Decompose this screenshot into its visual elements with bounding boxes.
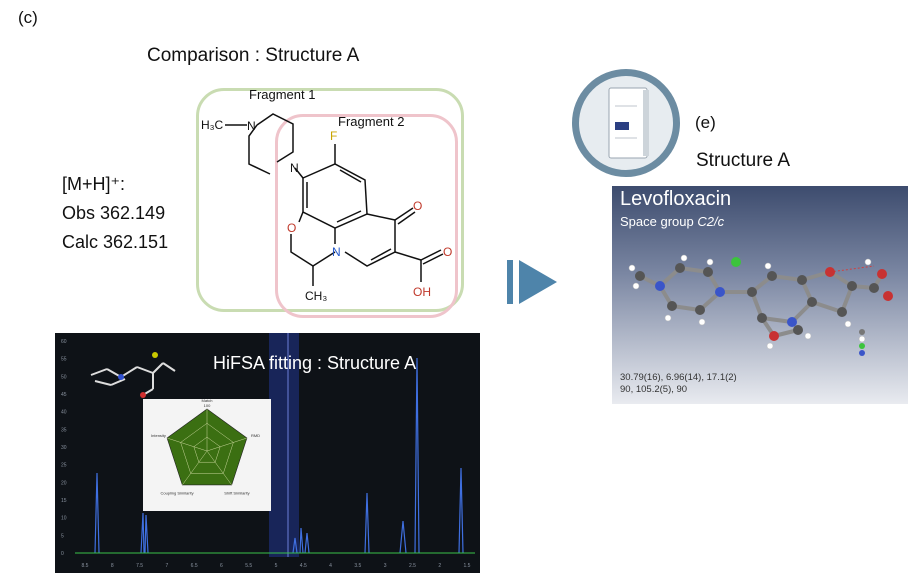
x-tick-label: 3.5: [354, 563, 361, 569]
radar-axis-label: RMD: [251, 433, 260, 438]
x-tick-label: 5: [275, 563, 278, 569]
hydrogen-atoms: [628, 254, 872, 350]
calc-value: Calc 362.151: [62, 232, 169, 252]
atom-ketone-o: O: [413, 199, 422, 213]
structure-a-label: Structure A: [696, 150, 790, 171]
x-tick-label: 3: [384, 563, 387, 569]
atom-methyl-top: H₃C: [201, 118, 224, 132]
radar-spoke: [206, 450, 232, 486]
y-tick-label: 40: [61, 410, 67, 416]
atom-fluorine: F: [330, 129, 337, 143]
mini-atom-o: [140, 392, 146, 398]
fragment-1-label: Fragment 1: [249, 87, 316, 102]
y-tick-label: 55: [61, 357, 67, 363]
structure-diagram: H₃C N N F O N O O OH CH₃: [201, 113, 452, 303]
radar-spoke: [166, 437, 208, 452]
radar-gridline: [193, 436, 221, 463]
instrument-badge: [572, 69, 680, 177]
y-tick-label: 45: [61, 392, 67, 398]
molecule-atoms: [635, 257, 893, 341]
panel-e-label: (e): [695, 113, 716, 132]
atom-methyl-bottom: CH₃: [305, 289, 327, 303]
y-tick-label: 20: [61, 480, 67, 486]
fragment-2-box: [275, 114, 458, 318]
atom-oh: OH: [413, 285, 431, 299]
mini-molecule-icon: [90, 362, 176, 396]
y-tick-label: 15: [61, 498, 67, 504]
radar-spoke: [206, 437, 248, 452]
x-tick-label: 5.5: [245, 563, 252, 569]
crystal-compound-name: Levofloxacin: [620, 188, 732, 210]
space-group-prefix: Space group: [620, 214, 698, 229]
comparison-title: Comparison : Structure A: [147, 45, 360, 66]
panel-c-label: (c): [18, 8, 38, 27]
cell-params-line2: 90, 105.2(5), 90: [620, 384, 688, 395]
ion-label: [M+H]⁺:: [62, 174, 126, 194]
crystal-molecule-model: [628, 254, 893, 356]
fragment-2-label: Fragment 2: [338, 114, 405, 129]
x-axis: 8.5 8 7.5 7 6.5 6 5.5 5 4.5 4 3.5 3 2.5 2 1.5: [82, 563, 471, 569]
mass-spec-block: [M+H]⁺: Obs 362.149 Calc 362.151: [62, 170, 168, 257]
diffractometer-icon: [608, 87, 649, 159]
radar-axis-label: Coupling Similarity: [160, 490, 193, 495]
x-tick-label: 2: [438, 563, 441, 569]
fragment-1-box: [196, 88, 464, 312]
obs-value: Obs 362.149: [62, 203, 166, 223]
hydrogen-bond-line: [829, 265, 875, 273]
space-group-value: C2/c: [697, 214, 725, 229]
x-tick-label: 6: [220, 563, 223, 569]
cell-params-line1: 30.79(16), 6.96(14), 17.1(2): [620, 372, 737, 383]
legend-dots: [858, 329, 866, 356]
x-tick-label: 6.5: [191, 563, 198, 569]
transition-arrow: [507, 260, 557, 304]
atom-acid-o: O: [443, 245, 452, 259]
y-tick-label: 60: [61, 339, 67, 345]
y-tick-label: 25: [61, 463, 67, 469]
structure-bonds: [225, 113, 444, 286]
y-tick-label: 50: [61, 374, 67, 380]
mini-atom-n: [118, 374, 124, 380]
crystal-panel: Levofloxacin Space group C2/c: [612, 186, 908, 404]
highlight-band: [269, 333, 299, 557]
radar-gridline: [180, 422, 234, 474]
y-tick-label: 5: [61, 533, 64, 539]
x-tick-label: 2.5: [409, 563, 416, 569]
radar-spoke: [182, 450, 208, 486]
y-tick-label: 0: [61, 551, 64, 557]
nmr-peaks: [94, 357, 464, 554]
x-tick-label: 4.5: [300, 563, 307, 569]
x-tick-label: 1.5: [464, 563, 471, 569]
radar-axis-label: Shift Similarity: [224, 490, 249, 495]
structure-atoms: H₃C N N F O N O O OH CH₃: [201, 118, 452, 303]
y-tick-label: 10: [61, 516, 67, 522]
x-tick-label: 8: [111, 563, 114, 569]
atom-oxygen-ring: O: [287, 221, 296, 235]
radar-axis-label: Match: [202, 398, 213, 403]
crystal-space-group: Space group C2/c: [620, 214, 724, 229]
y-tick-label: 35: [61, 427, 67, 433]
radar-top-value: 100: [204, 403, 211, 408]
y-tick-label: 30: [61, 445, 67, 451]
mini-atom-f: [152, 352, 158, 358]
atom-n1: N: [247, 119, 256, 133]
x-tick-label: 7.5: [136, 563, 143, 569]
atom-n-ring: N: [332, 245, 341, 259]
x-tick-label: 7: [165, 563, 168, 569]
x-tick-label: 4: [329, 563, 332, 569]
x-tick-label: 8.5: [82, 563, 89, 569]
radar-axis-label: Intensity: [151, 433, 166, 438]
atom-n2: N: [290, 161, 299, 175]
nmr-title: HiFSA fitting : Structure A: [213, 353, 417, 373]
